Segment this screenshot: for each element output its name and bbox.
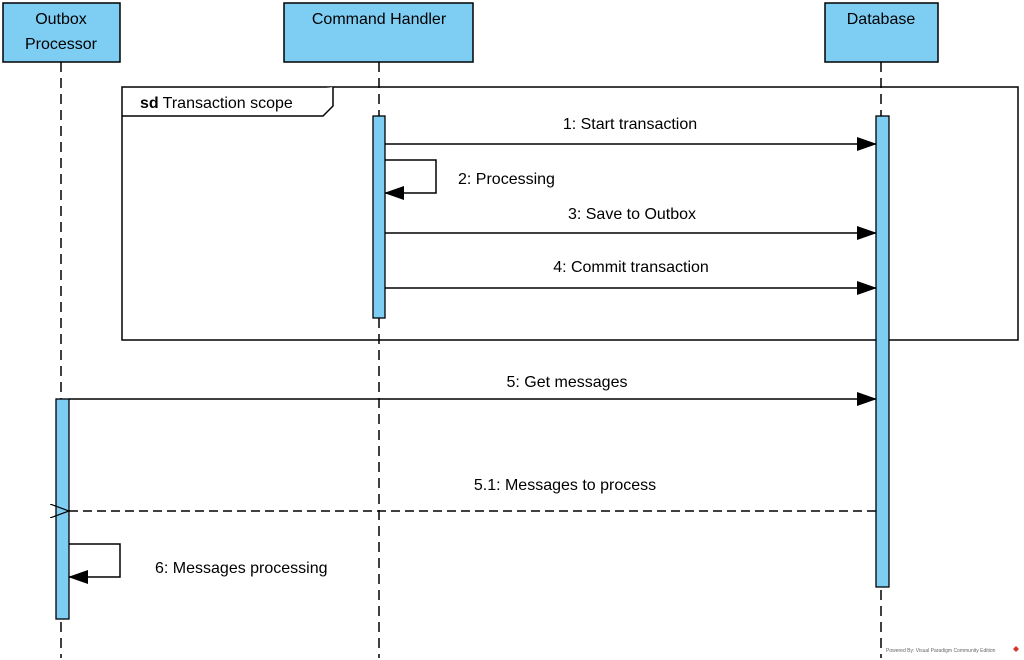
message-3-label: 3: Save to Outbox	[568, 206, 696, 223]
participant-label: Command Handler	[312, 11, 447, 28]
message-4-label: 4: Commit transaction	[553, 259, 709, 276]
message-2-arrow[interactable]	[384, 159, 437, 200]
participant-label: Processor	[25, 36, 98, 53]
visual-paradigm-logo-icon	[1013, 646, 1019, 652]
participant-outbox-processor[interactable]: Outbox Processor	[2, 2, 121, 63]
message-2-label: 2: Processing	[458, 171, 555, 188]
message-1-label: 1: Start transaction	[563, 116, 697, 133]
activation-database[interactable]	[875, 115, 890, 588]
message-6-label: 6: Messages processing	[155, 560, 328, 577]
message-5-1-label: 5.1: Messages to process	[474, 477, 656, 494]
frame-title: Transaction scope	[163, 95, 293, 112]
message-6-arrow[interactable]	[68, 543, 121, 584]
message-5-label: 5: Get messages	[507, 374, 628, 391]
watermark: Powered By: Visual Paradigm Community Ed…	[886, 646, 1019, 654]
participant-label: Database	[847, 11, 916, 28]
frame-keyword: sd	[140, 95, 159, 112]
activation-outbox-processor[interactable]	[55, 398, 70, 620]
participant-label: Outbox	[35, 11, 87, 28]
watermark-text: Powered By: Visual Paradigm Community Ed…	[886, 648, 996, 654]
participant-command-handler[interactable]: Command Handler	[283, 2, 474, 63]
participant-database[interactable]: Database	[824, 2, 939, 63]
activation-command-handler[interactable]	[372, 115, 386, 319]
